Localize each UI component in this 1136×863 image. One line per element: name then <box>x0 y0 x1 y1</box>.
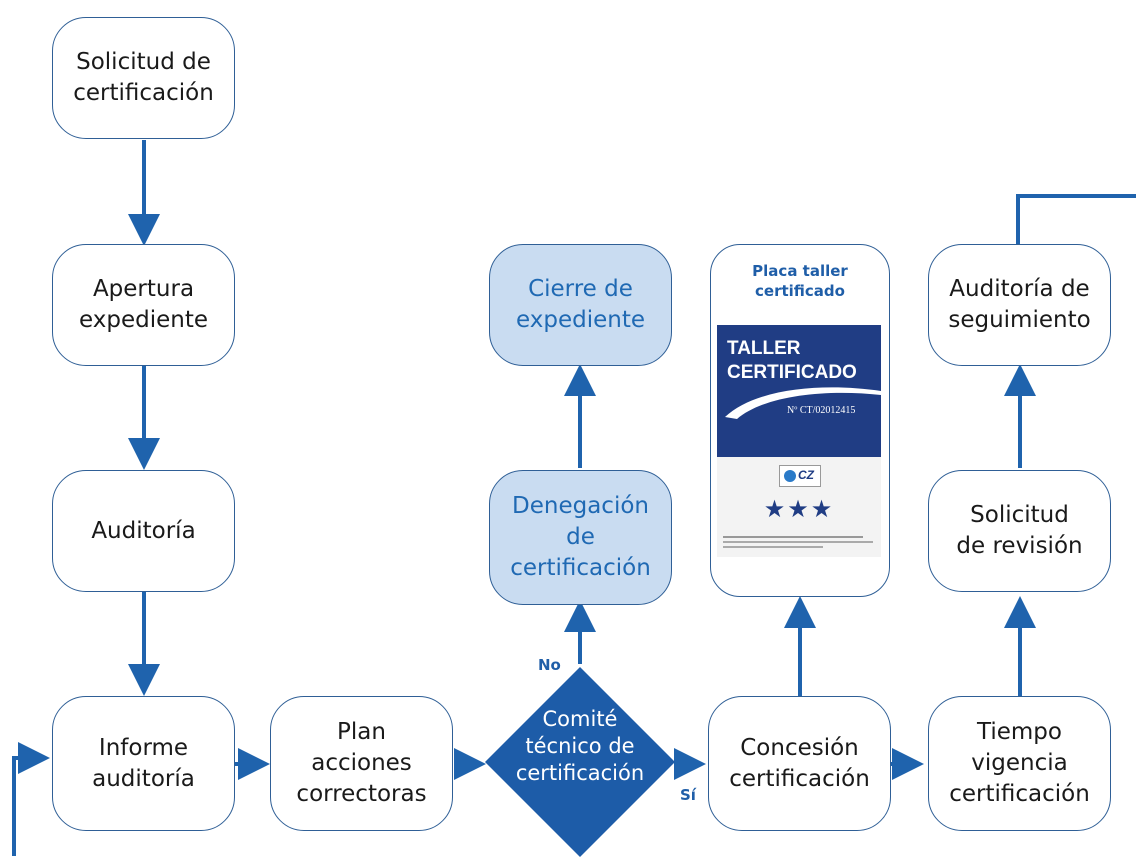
plaque-stars: ★★★ <box>763 495 835 523</box>
node-apertura-expediente: Apertura expediente <box>52 244 235 366</box>
plaque-fine-print <box>723 536 873 548</box>
connector-seguimiento-out <box>1016 194 1136 245</box>
plaque-taller-certificado: Placa taller certificado TALLER CERTIFIC… <box>710 244 890 597</box>
decision-diamond <box>485 667 675 857</box>
node-informe-auditoria: Informe auditoría <box>52 696 235 831</box>
arrow-loop-back-to-informe <box>12 742 50 856</box>
node-solicitud-certificacion: Solicitud de certificación <box>52 17 235 139</box>
node-solicitud-revision: Solicitud de revisión <box>928 470 1111 592</box>
cz-logo: CZ <box>779 465 821 487</box>
node-auditoria: Auditoría <box>52 470 235 592</box>
node-plan-acciones-correctoras: Plan acciones correctoras <box>270 696 453 831</box>
cz-globe-icon <box>784 470 796 482</box>
node-concesion-certificacion: Concesión certificación <box>708 696 891 831</box>
plaque-swoosh <box>725 387 881 419</box>
node-comite-tecnico: Comité técnico de certificación <box>515 707 645 785</box>
plaque-navy-band <box>717 325 881 457</box>
plaque-heading-1: TALLER <box>727 338 801 359</box>
decision-label-si: Sí <box>680 786 696 804</box>
plaque-image: TALLER CERTIFICADO Nº CT/02012415 CZ ★★★ <box>717 325 881 557</box>
node-denegacion-certificacion: Denegación de certificación <box>489 470 672 605</box>
plaque-title: Placa taller certificado <box>752 262 848 300</box>
node-cierre-expediente: Cierre de expediente <box>489 244 672 366</box>
plaque-heading-2: CERTIFICADO <box>727 362 857 383</box>
node-tiempo-vigencia: Tiempo vigencia certificación <box>928 696 1111 831</box>
decision-label-no: No <box>538 656 561 674</box>
node-auditoria-seguimiento: Auditoría de seguimiento <box>928 244 1111 366</box>
plaque-number: Nº CT/02012415 <box>787 405 856 416</box>
